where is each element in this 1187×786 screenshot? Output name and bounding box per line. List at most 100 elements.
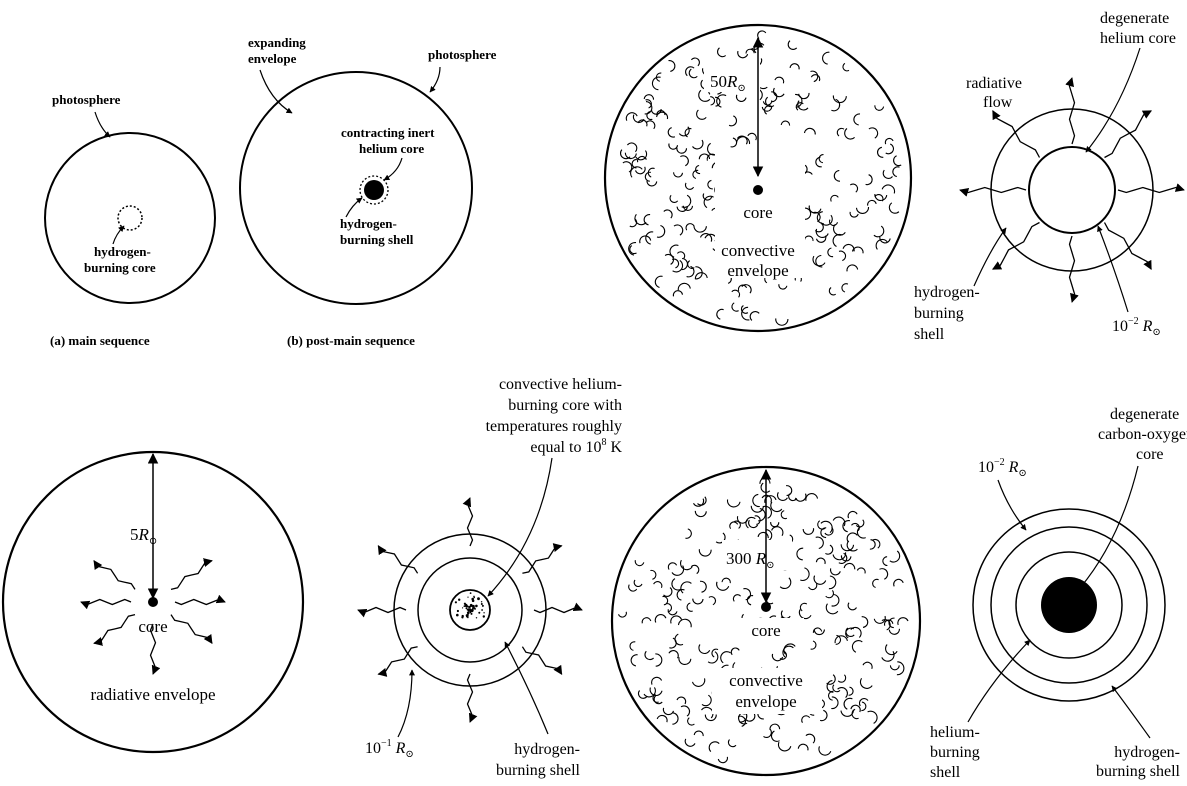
- convection-swirl: [797, 743, 809, 751]
- panel-h-h-arrow: [1111, 685, 1151, 739]
- convection-swirl: [765, 96, 775, 108]
- panel-c-core-dot: [753, 185, 763, 195]
- panel-b-core-label-line1: contracting inert: [341, 125, 435, 140]
- radiative-ray: [377, 545, 419, 574]
- convection-swirl: [707, 179, 713, 190]
- convection-swirl: [812, 211, 821, 223]
- convection-swirl: [741, 284, 752, 294]
- convection-swirl: [833, 223, 846, 236]
- convection-swirl: [882, 556, 888, 567]
- convection-swirl: [883, 619, 894, 626]
- convection-swirl: [729, 521, 739, 530]
- panel-h-he-arrow: [967, 639, 1031, 723]
- convection-swirl: [846, 532, 858, 543]
- convection-swirl: [726, 499, 741, 508]
- convection-swirl: [651, 76, 661, 91]
- radiative-ray: [170, 558, 213, 591]
- convection-swirl: [625, 112, 638, 121]
- convection-swirl: [666, 603, 673, 613]
- core-speckle: [480, 603, 483, 605]
- panel-d-flow-label-line1: radiative: [966, 75, 1022, 92]
- convection-swirl: [741, 306, 750, 321]
- panel-h-radius-label: 10−2 R⊙: [978, 457, 1027, 479]
- convection-swirl: [691, 678, 706, 687]
- convection-swirl: [676, 696, 687, 705]
- convection-swirl: [686, 265, 695, 278]
- convection-swirl: [786, 485, 793, 496]
- panel-a-photosphere-arrow: [94, 111, 111, 138]
- convection-swirl: [771, 653, 784, 662]
- panel-h-h-label-line1: hydrogen-: [1114, 744, 1180, 761]
- convection-swirl: [711, 648, 719, 658]
- convection-swirl: [680, 155, 689, 167]
- panel-d-core-circle: [1028, 146, 1116, 234]
- convection-swirl: [680, 705, 691, 717]
- core-speckle: [469, 611, 472, 614]
- convection-swirl: [690, 564, 700, 575]
- panel-b-shell-label-line1: hydrogen-: [340, 216, 397, 231]
- convection-swirl: [838, 250, 847, 262]
- convection-swirl: [746, 595, 754, 606]
- convection-swirl: [676, 251, 686, 259]
- convection-swirl: [644, 650, 655, 661]
- panel-b-shell-circle: [359, 175, 389, 205]
- convection-swirl: [632, 114, 645, 123]
- convection-swirl: [717, 47, 727, 58]
- convection-swirl: [763, 728, 772, 738]
- convection-swirl: [825, 590, 835, 599]
- convection-swirl: [832, 95, 847, 104]
- convection-swirl: [828, 690, 834, 701]
- panel-g-radius-label: 300 R⊙: [726, 549, 775, 571]
- panel-c-envelope-label-line2: envelope: [727, 261, 788, 280]
- convection-swirl: [721, 577, 731, 584]
- convection-swirl: [849, 211, 859, 218]
- convection-swirl: [851, 246, 864, 254]
- convection-swirl: [881, 184, 896, 194]
- panel-e-envelope-label: radiative envelope: [90, 685, 215, 704]
- convection-swirl: [810, 640, 817, 650]
- convection-swirl: [720, 651, 732, 664]
- convection-swirl: [643, 214, 651, 226]
- convection-swirl: [695, 164, 701, 175]
- panel-f-shell-arrow: [504, 641, 549, 735]
- convection-swirl: [685, 223, 695, 231]
- convection-swirl: [685, 66, 695, 77]
- panel-d-core-label-line2: helium core: [1100, 30, 1176, 47]
- convection-swirl: [647, 167, 655, 178]
- convection-swirl: [668, 143, 679, 150]
- convection-swirl: [801, 715, 811, 724]
- panel-g-envelope-label-line2: envelope: [735, 692, 796, 711]
- convection-swirl: [732, 594, 742, 602]
- convection-swirl: [731, 289, 741, 298]
- convection-swirl: [749, 311, 760, 321]
- panel-f-core-circle: [449, 589, 491, 631]
- convection-swirl: [737, 284, 748, 292]
- convection-swirl: [824, 526, 834, 536]
- convection-swirl: [877, 146, 884, 158]
- radiative-ray: [1117, 183, 1185, 194]
- convection-swirl: [797, 100, 809, 111]
- convection-swirl: [815, 536, 824, 550]
- convection-swirl: [650, 569, 657, 580]
- core-speckle: [473, 595, 475, 598]
- convection-swirl: [820, 527, 827, 539]
- convection-swirl: [851, 708, 859, 720]
- convection-swirl: [865, 174, 873, 186]
- convection-swirl: [730, 137, 738, 148]
- core-speckle: [475, 604, 478, 608]
- convection-swirl: [868, 127, 879, 139]
- convection-swirl: [637, 690, 648, 699]
- core-speckle: [463, 605, 466, 607]
- core-speckle: [461, 616, 464, 619]
- convection-swirl: [798, 92, 810, 100]
- convection-swirl: [662, 595, 669, 606]
- convection-swirl: [634, 166, 646, 175]
- panel-b-envelope-label-line1: expanding: [248, 35, 306, 50]
- convection-swirl: [812, 255, 826, 267]
- core-speckle: [483, 612, 485, 614]
- convection-swirl: [678, 657, 692, 665]
- panel-h-carbon-oxygen-core: 10−2 R⊙ degenerate carbon-oxygen core he…: [930, 406, 1187, 781]
- convection-swirl: [654, 614, 667, 623]
- core-speckle: [456, 613, 459, 617]
- convection-swirl: [861, 616, 869, 628]
